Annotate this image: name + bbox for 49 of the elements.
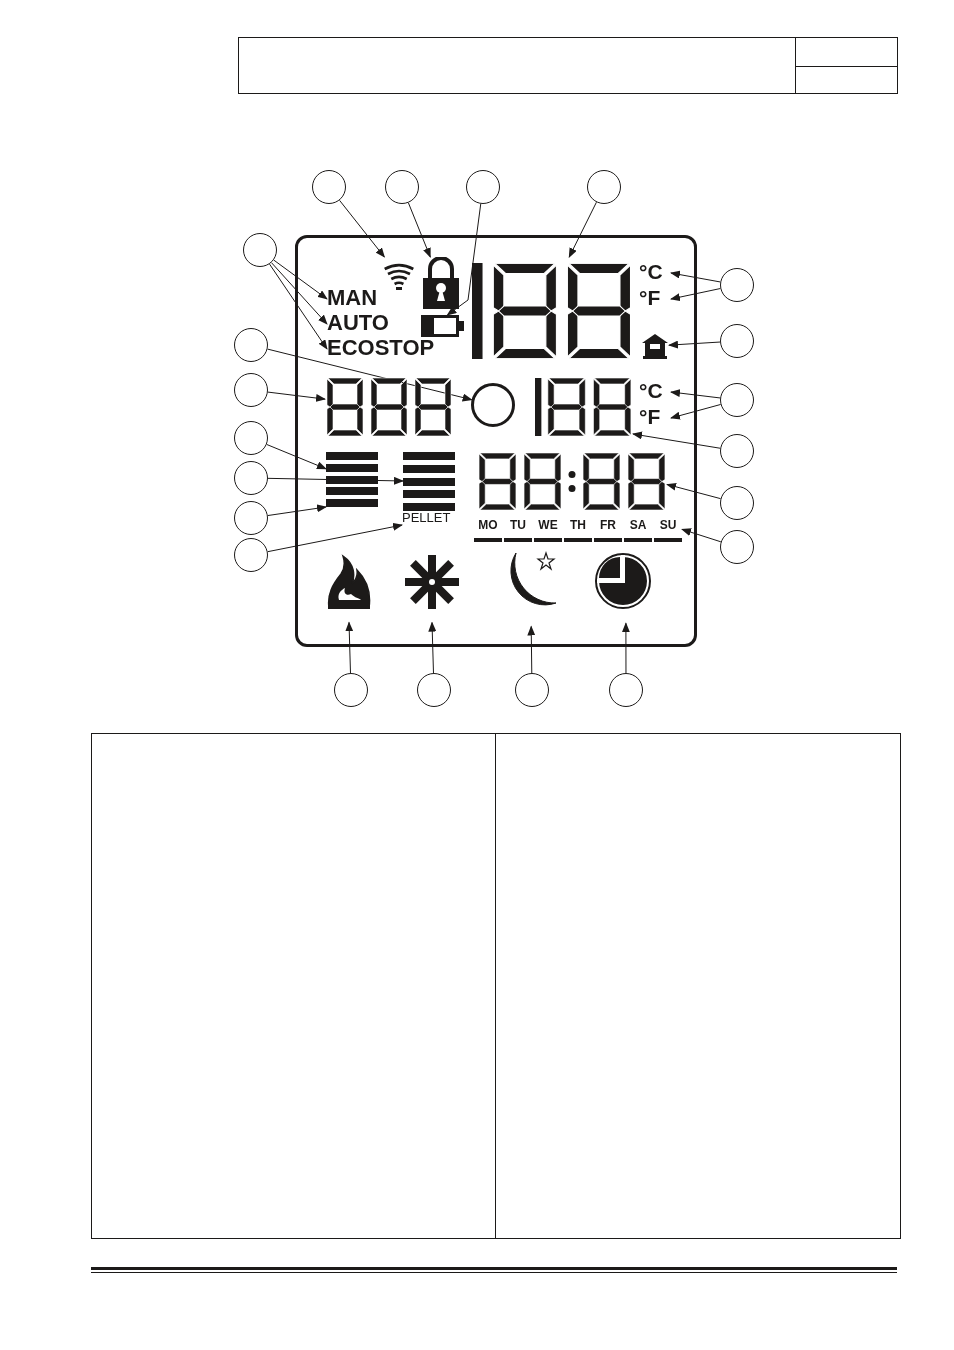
leader-line bbox=[670, 288, 721, 302]
leader-line bbox=[632, 431, 721, 449]
leader-line bbox=[527, 625, 536, 674]
house-icon bbox=[641, 333, 669, 359]
mode-label: AUTO bbox=[327, 312, 407, 336]
leader-line bbox=[345, 621, 354, 674]
leader-line bbox=[339, 199, 385, 258]
unit-label: °F bbox=[639, 406, 671, 430]
pie-timer-icon bbox=[594, 552, 652, 609]
weekday-label: SU bbox=[654, 519, 682, 542]
leader-line bbox=[266, 443, 327, 470]
seven-segment-digits bbox=[535, 377, 633, 437]
leader-line bbox=[681, 528, 722, 543]
flame-icon bbox=[325, 554, 373, 611]
leader-line bbox=[668, 340, 721, 349]
leader-line bbox=[407, 202, 431, 258]
unit-label: °F bbox=[639, 287, 671, 311]
display-label: PELLET bbox=[402, 511, 458, 528]
leader-line bbox=[670, 270, 721, 283]
leader-line bbox=[270, 262, 328, 325]
weekday-label: FR bbox=[594, 519, 622, 542]
weekday-label: SA bbox=[624, 519, 652, 542]
leader-line bbox=[428, 621, 437, 674]
bar-level-indicator bbox=[403, 452, 455, 511]
bar-level-indicator bbox=[326, 452, 378, 507]
unit-label: °C bbox=[639, 261, 671, 285]
leader-line bbox=[267, 504, 327, 517]
leader-line bbox=[670, 403, 722, 420]
mode-label: ECOSTOP bbox=[327, 337, 452, 361]
leader-line bbox=[666, 482, 722, 500]
leader-line bbox=[269, 263, 328, 350]
leader-line bbox=[267, 391, 326, 402]
padlock-icon bbox=[421, 257, 461, 310]
weekday-label: TH bbox=[564, 519, 592, 542]
ring-symbol bbox=[471, 383, 515, 427]
unit-label: °C bbox=[639, 380, 671, 404]
leader-line bbox=[267, 522, 403, 553]
display-frame bbox=[295, 235, 697, 647]
seven-segment-digits bbox=[325, 377, 453, 437]
leader-line bbox=[273, 259, 328, 300]
leader-line bbox=[621, 622, 630, 674]
weekday-label: MO bbox=[474, 519, 502, 542]
battery-icon bbox=[421, 315, 465, 337]
leader-line bbox=[446, 203, 482, 316]
mode-label: MAN bbox=[327, 287, 397, 311]
clock-digits bbox=[477, 452, 667, 511]
weekday-label: WE bbox=[534, 519, 562, 542]
weekday-label: TU bbox=[504, 519, 532, 542]
leader-line bbox=[670, 389, 721, 399]
